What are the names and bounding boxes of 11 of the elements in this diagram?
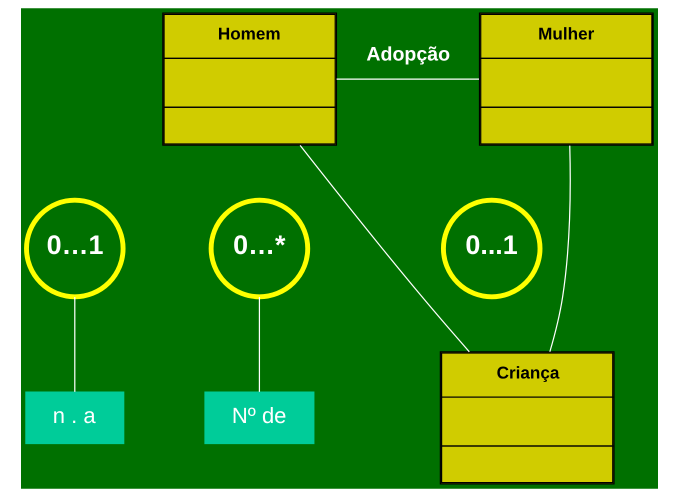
- edge-label: Adopção: [366, 44, 450, 66]
- node-box: Nº de: [204, 392, 314, 444]
- node-circle: 0...1: [440, 198, 542, 300]
- node-circle: 0…1: [24, 198, 126, 300]
- node-box: n . a: [25, 392, 124, 444]
- connector: [549, 146, 571, 352]
- connector: [74, 297, 76, 392]
- connector: [300, 145, 470, 352]
- connector: [336, 78, 479, 80]
- connector: [258, 297, 260, 392]
- node-circle: 0…*: [208, 198, 310, 300]
